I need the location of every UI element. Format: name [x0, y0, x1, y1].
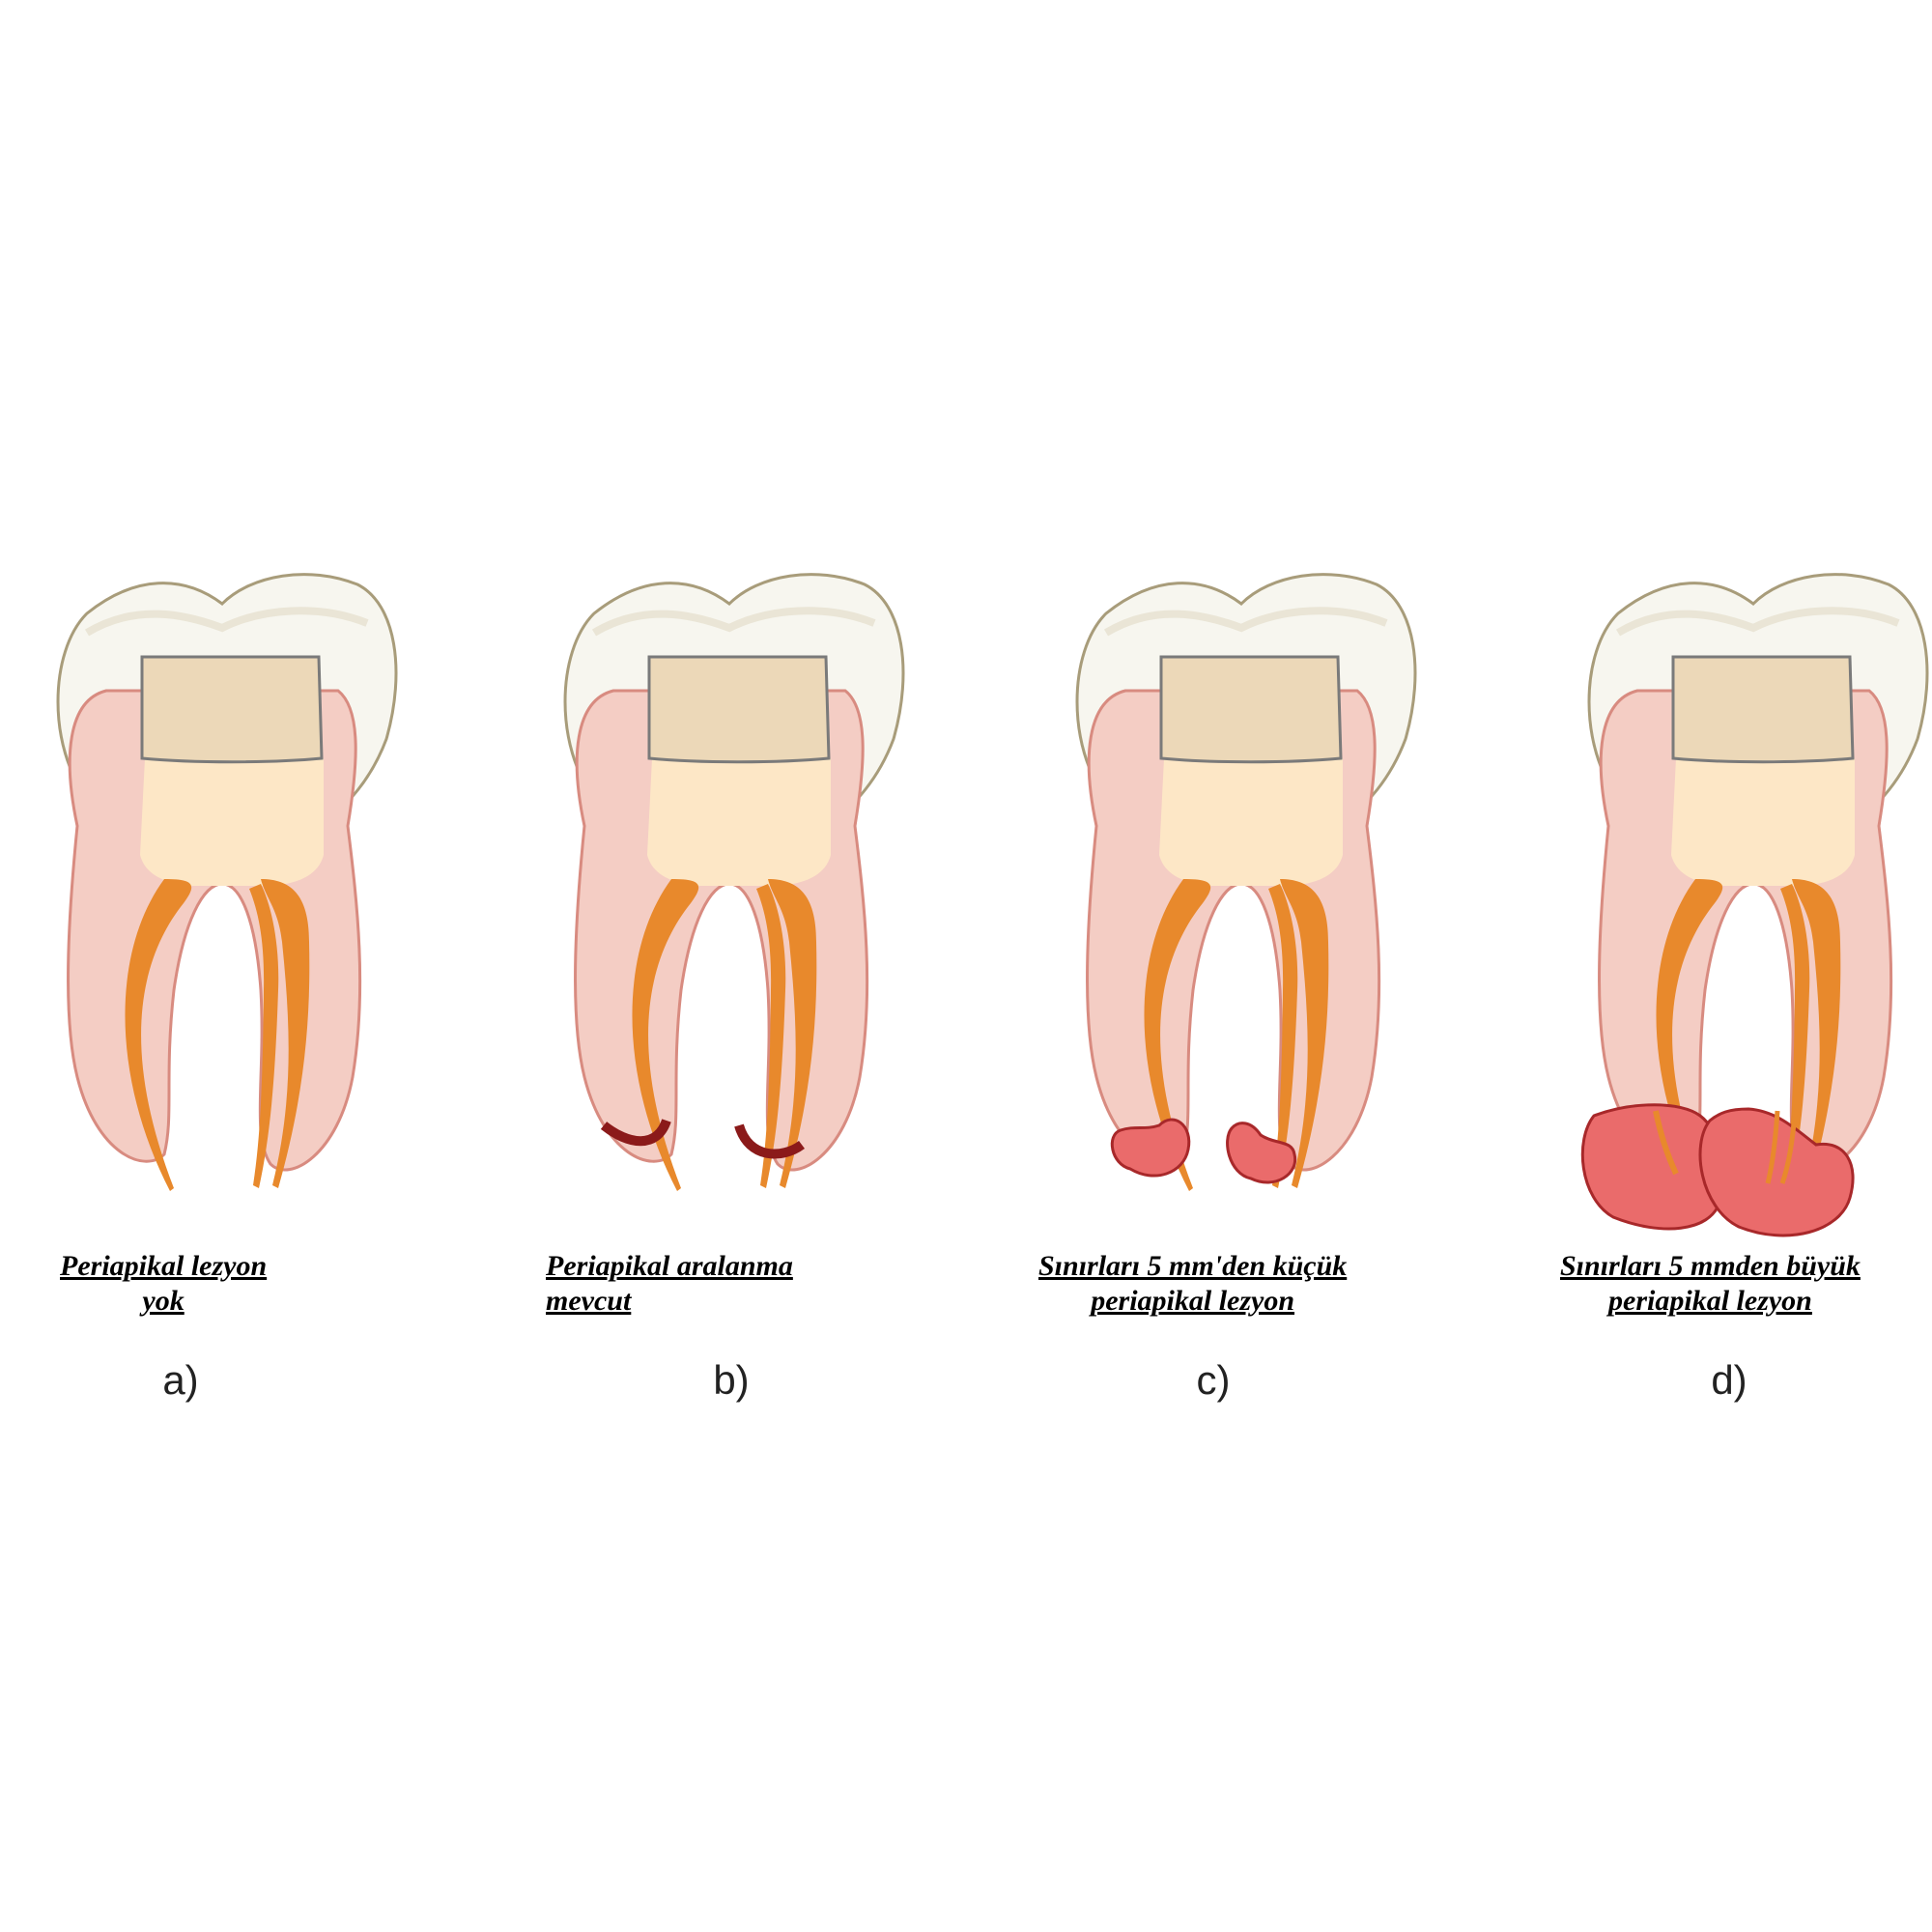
- caption-b-line1: Periapikal aralanma: [546, 1250, 793, 1282]
- caption-a-line1: Periapikal lezyon: [60, 1250, 268, 1282]
- tooth-c: [1077, 575, 1415, 1191]
- label-b: b): [713, 1357, 750, 1403]
- tooth-a: [58, 575, 396, 1191]
- small-lesion-right: [1226, 1122, 1297, 1184]
- caption-c: Sınırları 5 mm'den küçük periapikal lezy…: [1038, 1249, 1347, 1319]
- label-c: c): [1196, 1357, 1231, 1403]
- caption-c-line1: Sınırları 5 mm'den küçük: [1038, 1250, 1348, 1282]
- caption-a-line2: yok: [142, 1285, 185, 1317]
- tooth-d: [1589, 575, 1927, 1191]
- periapical-widening-left: [600, 1119, 671, 1147]
- label-a: a): [162, 1357, 199, 1403]
- caption-d: Sınırları 5 mmden büyük periapikal lezyo…: [1560, 1249, 1861, 1319]
- label-d: d): [1711, 1357, 1747, 1403]
- small-lesion-left: [1110, 1118, 1191, 1178]
- caption-a: Periapikal lezyon yok: [60, 1249, 267, 1319]
- caption-b-line2: mevcut: [546, 1285, 632, 1317]
- caption-d-line1: Sınırları 5 mmden büyük: [1560, 1250, 1861, 1282]
- caption-b: Periapikal aralanma mevcut: [546, 1249, 793, 1319]
- periapical-widening-right: [734, 1123, 805, 1159]
- tooth-b: [565, 575, 903, 1191]
- caption-c-line2: periapikal lezyon: [1091, 1285, 1295, 1317]
- caption-d-line2: periapikal lezyon: [1608, 1285, 1812, 1317]
- large-lesion-right: [1698, 1107, 1855, 1237]
